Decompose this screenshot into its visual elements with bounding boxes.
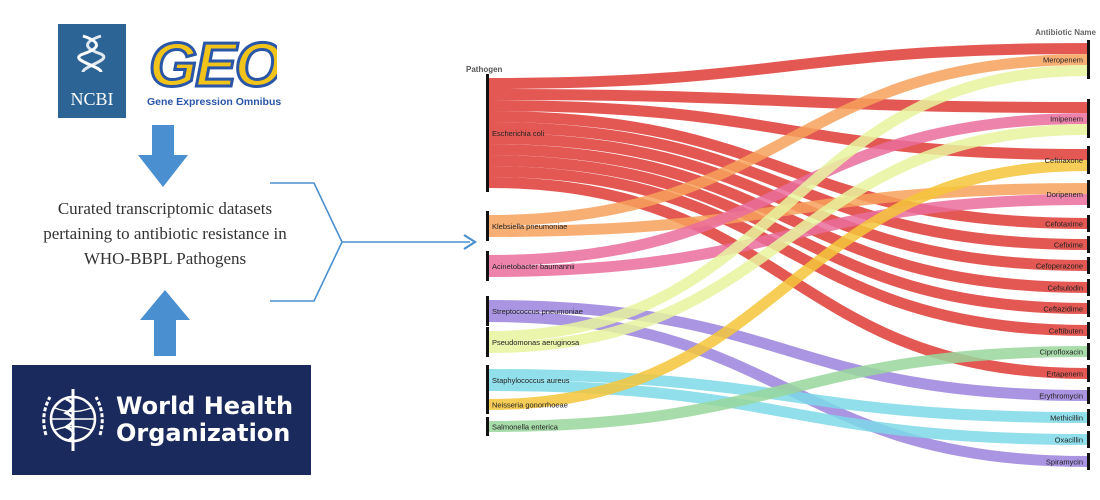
- curated-line-1: Curated transcriptomic datasets: [57, 199, 273, 218]
- target-node-label: Methicillin: [1050, 414, 1083, 423]
- target-node-label: Spiramycin: [1046, 458, 1083, 467]
- ncbi-logo: NCBI: [58, 24, 126, 118]
- target-node-label: Ciprofloxacin: [1040, 348, 1083, 357]
- who-emblem-icon: [42, 389, 104, 451]
- sankey-link: [488, 65, 1088, 342]
- sankey-link: [488, 166, 1088, 336]
- source-node: [486, 365, 489, 395]
- source-node-label: Staphylococcus aureus: [492, 376, 570, 385]
- geo-subtitle: Gene Expression Omnibus: [147, 96, 282, 108]
- target-node-label: Cefoperazone: [1036, 262, 1083, 271]
- source-node: [486, 211, 489, 241]
- sankey-links: [488, 43, 1088, 467]
- source-node-label: Escherichia coli: [492, 129, 544, 138]
- target-node: [1087, 236, 1090, 253]
- source-node-label: Klebsiella pneumoniae: [492, 222, 567, 231]
- source-node-label: Salmonella enterica: [492, 423, 559, 432]
- source-node: [486, 417, 489, 436]
- curated-datasets-text: Curated transcriptomic datasets pertaini…: [22, 196, 308, 271]
- source-node: [486, 251, 489, 281]
- ncbi-label: NCBI: [70, 89, 114, 109]
- target-node: [1087, 409, 1090, 426]
- source-node-label: Acinetobacter baumannii: [492, 262, 575, 271]
- target-node: [1087, 180, 1090, 208]
- target-node: [1087, 99, 1090, 138]
- target-node-label: Ceftibuten: [1049, 327, 1083, 336]
- source-node: [486, 395, 489, 414]
- source-node: [486, 327, 489, 357]
- source-header: Pathogen: [466, 65, 503, 74]
- sankey-link: [488, 144, 1088, 293]
- source-node-label: Neisseria gonorrhoeae: [492, 401, 568, 410]
- source-node: [486, 296, 489, 326]
- target-node: [1087, 343, 1090, 360]
- target-node: [1087, 215, 1090, 232]
- curated-line-2: pertaining to antibiotic resistance in: [43, 224, 287, 243]
- sankey-link: [488, 300, 1088, 401]
- sankey-link: [488, 124, 1088, 353]
- target-node: [1087, 300, 1090, 317]
- source-node: [486, 74, 489, 192]
- target-header: Antibiotic Name: [1035, 28, 1096, 37]
- target-node: [1087, 453, 1090, 470]
- sankey-link: [488, 113, 1088, 266]
- target-node-label: Cefsulodin: [1048, 284, 1083, 293]
- curated-line-3: WHO-BBPL Pathogens: [83, 249, 247, 268]
- target-node: [1087, 387, 1090, 404]
- geo-logo: GEO: [148, 30, 278, 99]
- down-arrow-icon: [138, 125, 188, 187]
- who-name-line-2: Organization: [116, 419, 291, 447]
- sankey-link: [488, 43, 1088, 89]
- geo-logo-text: GEO: [149, 31, 277, 98]
- target-node-label: Oxacillin: [1055, 436, 1083, 445]
- sankey-link: [488, 100, 1088, 160]
- bracket-arrow: [270, 182, 478, 302]
- dna-helix-icon: [77, 34, 106, 73]
- target-node-label: Ceftriaxone: [1045, 156, 1083, 165]
- target-node-label: Ceftazidime: [1043, 305, 1083, 314]
- target-node: [1087, 279, 1090, 296]
- up-arrow-icon: [140, 290, 190, 356]
- target-node-label: Imipenem: [1050, 115, 1083, 124]
- target-node-label: Doripenem: [1046, 190, 1083, 199]
- sankey-link: [488, 346, 1088, 432]
- sankey-link: [488, 369, 1088, 423]
- source-node-label: Streptococcus pneumoniae: [492, 307, 583, 316]
- target-node: [1087, 146, 1090, 174]
- sankey-link: [488, 160, 1088, 410]
- target-node: [1087, 322, 1090, 339]
- sankey-link: [488, 111, 1088, 229]
- sankey-link: [488, 54, 1088, 226]
- target-node: [1087, 431, 1090, 448]
- who-name-line-1: World Health: [116, 392, 294, 420]
- target-node-label: Ertapenem: [1046, 370, 1083, 379]
- target-node-label: Cefixime: [1054, 241, 1083, 250]
- target-node: [1087, 365, 1090, 382]
- target-node-label: Meropenem: [1043, 56, 1083, 65]
- target-node-label: Cefotaxime: [1045, 220, 1083, 229]
- who-logo: World Health Organization: [12, 365, 311, 475]
- sankey-link: [488, 89, 1088, 113]
- target-node: [1087, 40, 1090, 79]
- who-name: World Health Organization: [116, 393, 293, 447]
- source-node-label: Pseudomonas aeruginosa: [492, 338, 580, 347]
- target-node: [1087, 257, 1090, 274]
- target-node-label: Erythromycin: [1039, 392, 1083, 401]
